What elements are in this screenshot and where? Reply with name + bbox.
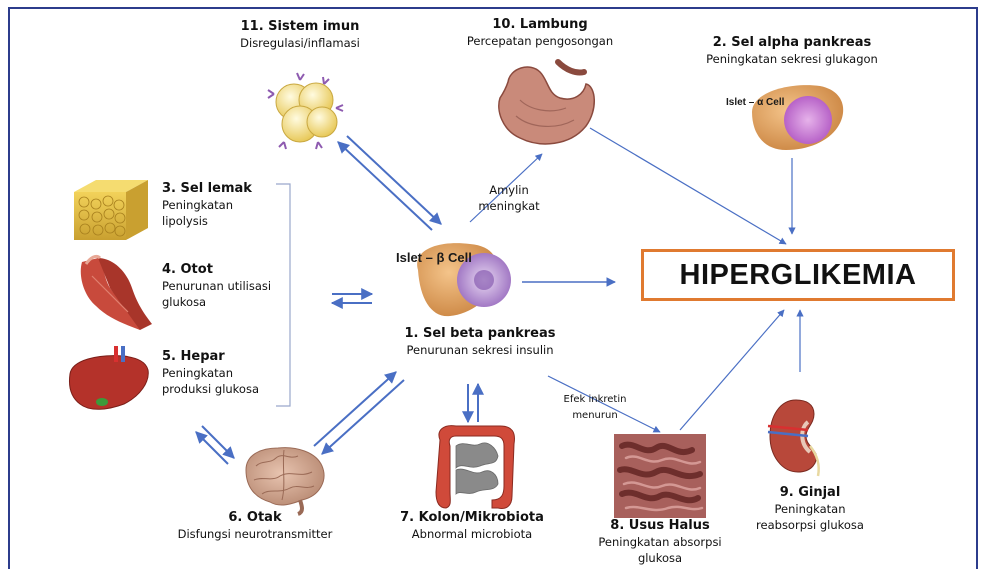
fat-title: 3. Sel lemak — [162, 181, 252, 197]
fat-label: 3. Sel lemak Peningkatan lipolysis — [162, 181, 252, 229]
alpha-title: 2. Sel alpha pankreas — [682, 35, 902, 51]
stomach-title: 10. Lambung — [450, 17, 630, 33]
immune-cells-illustration — [268, 73, 343, 149]
beta-cell-illustration: Islet – β Cell — [396, 243, 511, 316]
stomach-label: 10. Lambung Percepatan pengosongan — [450, 17, 630, 49]
incretin-line2: menurun — [550, 408, 640, 424]
alpha-cell-tag: Islet – α Cell — [726, 97, 785, 108]
muscle-title: 4. Otot — [162, 262, 271, 278]
amylin-line2: meningkat — [454, 198, 564, 214]
fat-line1: Peningkatan — [162, 197, 252, 213]
alpha-subtitle: Peningkatan sekresi glukagon — [682, 51, 902, 67]
muscle-illustration — [81, 256, 152, 330]
hyperglycemia-box: HIPERGLIKEMIA — [641, 249, 955, 301]
colon-label: 7. Kolon/Mikrobiota Abnormal microbiota — [382, 510, 562, 542]
muscle-line1: Penurunan utilisasi — [162, 278, 271, 294]
immune-title: 11. Sistem imun — [210, 19, 390, 35]
colon-title: 7. Kolon/Mikrobiota — [382, 510, 562, 526]
muscle-line2: glukosa — [162, 294, 271, 310]
organ-group-bracket — [276, 184, 290, 406]
brain-subtitle: Disfungsi neurotransmitter — [160, 526, 350, 542]
kidney-line2: reabsorpsi glukosa — [740, 517, 880, 533]
beta-cell-tag: Islet – β Cell — [396, 250, 472, 265]
alpha-cell-illustration: Islet – α Cell — [726, 85, 843, 150]
immune-subtitle: Disregulasi/inflamasi — [210, 35, 390, 51]
fat-cell-illustration — [74, 180, 148, 240]
colon-subtitle: Abnormal microbiota — [382, 526, 562, 542]
brain-illustration — [246, 448, 324, 514]
intestine-illustration — [614, 434, 706, 518]
beta-title: 1. Sel beta pankreas — [380, 326, 580, 342]
stomach-illustration — [499, 62, 594, 144]
liver-title: 5. Hepar — [162, 349, 259, 365]
immune-label: 11. Sistem imun Disregulasi/inflamasi — [210, 19, 390, 51]
kidney-illustration — [768, 400, 819, 476]
kidney-title: 9. Ginjal — [740, 485, 880, 501]
liver-illustration — [69, 346, 148, 409]
muscle-label: 4. Otot Penurunan utilisasi glukosa — [162, 262, 271, 310]
brain-title: 6. Otak — [160, 510, 350, 526]
fat-line2: lipolysis — [162, 213, 252, 229]
amylin-line1: Amylin — [454, 182, 564, 198]
intestine-line1: Peningkatan absorpsi — [580, 534, 740, 550]
brain-label: 6. Otak Disfungsi neurotransmitter — [160, 510, 350, 542]
amylin-annotation: Amylin meningkat — [454, 182, 564, 214]
alpha-label: 2. Sel alpha pankreas Peningkatan sekres… — [682, 35, 902, 67]
liver-label: 5. Hepar Peningkatan produksi glukosa — [162, 349, 259, 397]
beta-label: 1. Sel beta pankreas Penurunan sekresi i… — [380, 326, 580, 358]
stomach-subtitle: Percepatan pengosongan — [450, 33, 630, 49]
incretin-annotation: Efek inkretin menurun — [550, 392, 640, 424]
intestine-title: 8. Usus Halus — [580, 518, 740, 534]
liver-line2: produksi glukosa — [162, 381, 259, 397]
colon-illustration — [436, 426, 514, 509]
liver-line1: Peningkatan — [162, 365, 259, 381]
intestine-label: 8. Usus Halus Peningkatan absorpsi gluko… — [580, 518, 740, 566]
intestine-line2: glukosa — [580, 550, 740, 566]
kidney-line1: Peningkatan — [740, 501, 880, 517]
incretin-line1: Efek inkretin — [550, 392, 640, 408]
beta-subtitle: Penurunan sekresi insulin — [380, 342, 580, 358]
kidney-label: 9. Ginjal Peningkatan reabsorpsi glukosa — [740, 485, 880, 533]
